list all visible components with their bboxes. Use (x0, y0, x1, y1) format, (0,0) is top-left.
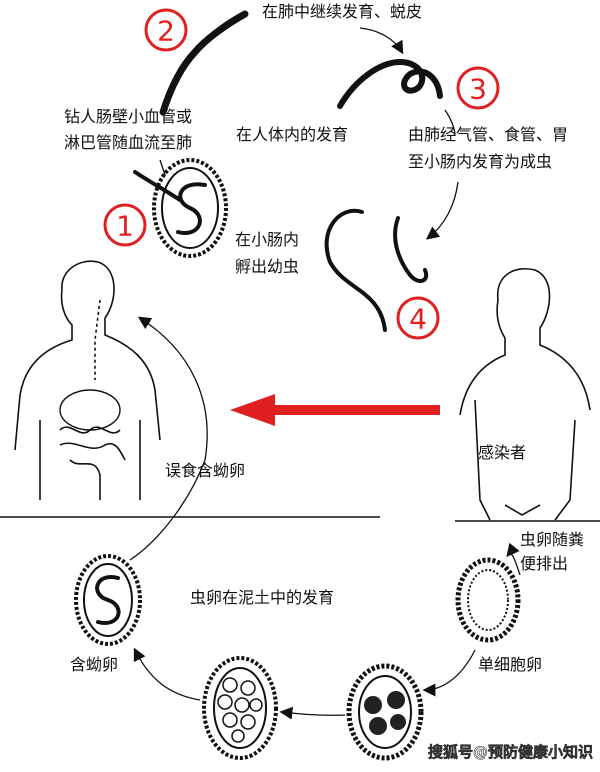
arrow-connector (444, 109, 456, 137)
embryonated-egg (74, 554, 142, 646)
svg-text:2: 2 (157, 15, 175, 48)
arrow-ingestion (129, 316, 208, 561)
stage-2-badge: 2 (144, 8, 188, 52)
arrow-to-lung (359, 27, 404, 55)
svg-text:3: 3 (469, 73, 487, 106)
label-embryonated-egg: 含蚴卵 (70, 655, 118, 674)
human-body-left (14, 260, 161, 500)
arrow-to-intestine (425, 181, 459, 240)
adult-worm-2 (393, 216, 429, 283)
watermark: 搜狐号@预防健康小知识 (428, 743, 593, 761)
four-cell-egg (346, 663, 424, 761)
label-ingest: 误食含蚴卵 (165, 461, 245, 480)
stage-4-badge: 4 (396, 296, 440, 340)
label-single-cell-egg: 单细胞卵 (478, 655, 542, 674)
morula-egg (202, 656, 278, 760)
larva-lung-worm (159, 10, 249, 116)
arrow-to-blood (159, 159, 166, 176)
label-infected: 感染者 (478, 443, 526, 462)
label-lung-intestine-1: 由肺经气管、食管、胃 (408, 125, 568, 144)
label-soil-development: 虫卵在泥土中的发育 (190, 588, 334, 607)
arrow-excrete (506, 542, 521, 576)
arrow-egg-1-2 (422, 649, 476, 697)
label-excrete-1: 虫卵随粪 (520, 530, 584, 549)
hatching-egg (133, 158, 228, 258)
svg-text:4: 4 (409, 303, 427, 336)
svg-text:1: 1 (116, 210, 134, 243)
stage-3-badge: 3 (456, 66, 500, 110)
label-lung-intestine-2: 至小肠内发育为成虫 (408, 152, 552, 171)
label-hatch-2: 孵出幼虫 (235, 257, 299, 276)
arrow-egg-3-4 (133, 647, 201, 701)
arrow-egg-2-3 (279, 706, 346, 720)
label-hatch-1: 在小肠内 (235, 230, 299, 249)
human-body-infected (459, 268, 591, 521)
label-penetrate-2: 淋巴管随血流至肺 (64, 133, 192, 152)
title-human-development: 在人体内的发育 (236, 125, 348, 144)
transmission-arrow (230, 394, 440, 426)
label-lung-molt: 在肺中继续发育、蜕皮 (262, 2, 422, 21)
stage-1-badge: 1 (103, 203, 147, 247)
adult-worm-1 (324, 208, 387, 332)
label-excrete-2: 便排出 (520, 554, 568, 573)
single-cell-egg (455, 557, 521, 643)
molting-larva-worm (337, 58, 443, 109)
label-penetrate-1: 钻人肠壁小血管或 (64, 107, 192, 126)
